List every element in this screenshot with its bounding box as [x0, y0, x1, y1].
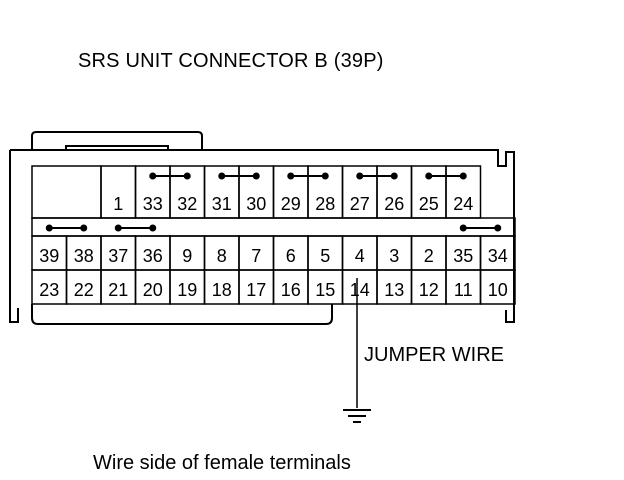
terminal-4: 4: [355, 246, 365, 266]
divider-strip: [31, 217, 516, 237]
shorting-bar-33-32: [149, 172, 191, 180]
shorting-bar-25-24: [425, 172, 467, 180]
terminal-35: 35: [453, 246, 473, 266]
terminal-18: 18: [212, 280, 232, 300]
jumper-wire-label: JUMPER WIRE: [364, 344, 504, 366]
terminal-9: 9: [182, 246, 192, 266]
shorting-bar-35-34: [459, 224, 502, 232]
terminal-3: 3: [389, 246, 399, 266]
terminal-25: 25: [419, 194, 439, 214]
terminal-27: 27: [350, 194, 370, 214]
connector-housing: [9, 131, 515, 325]
blank-cavity: [31, 165, 102, 219]
terminal-14: 14: [350, 280, 370, 300]
terminal-23: 23: [39, 280, 59, 300]
terminal-34: 34: [488, 246, 508, 266]
terminal-29: 29: [281, 194, 301, 214]
terminal-31: 31: [212, 194, 232, 214]
terminal-10: 10: [488, 280, 508, 300]
terminal-cell: [445, 165, 482, 219]
terminal-2: 2: [424, 246, 434, 266]
terminal-37: 37: [108, 246, 128, 266]
terminal-22: 22: [74, 280, 94, 300]
terminal-8: 8: [217, 246, 227, 266]
shorting-bar-31-30: [218, 172, 260, 180]
shorting-bars: [45, 172, 502, 232]
terminal-33: 33: [143, 194, 163, 214]
terminal-36: 36: [143, 246, 163, 266]
terminal-5: 5: [320, 246, 330, 266]
terminal-21: 21: [108, 280, 128, 300]
terminal-26: 26: [384, 194, 404, 214]
shorting-bar-27-26: [356, 172, 398, 180]
terminal-12: 12: [419, 280, 439, 300]
ground-icon: [343, 409, 371, 423]
diagram-caption: Wire side of female terminals: [93, 452, 351, 474]
terminal-17: 17: [246, 280, 266, 300]
terminal-19: 19: [177, 280, 197, 300]
shorting-bar-39-38: [45, 224, 88, 232]
terminal-16: 16: [281, 280, 301, 300]
terminal-28: 28: [315, 194, 335, 214]
terminal-30: 30: [246, 194, 266, 214]
terminal-cell: [479, 269, 516, 305]
terminal-20: 20: [143, 280, 163, 300]
terminal-24: 24: [453, 194, 473, 214]
shorting-bar-29-28: [287, 172, 329, 180]
terminal-32: 32: [177, 194, 197, 214]
shorting-bar-37-36: [114, 224, 157, 232]
terminal-1: 1: [113, 194, 123, 214]
terminal-6: 6: [286, 246, 296, 266]
terminal-13: 13: [384, 280, 404, 300]
terminal-39: 39: [39, 246, 59, 266]
diagram-title: SRS UNIT CONNECTOR B (39P): [78, 50, 384, 72]
terminal-11: 11: [454, 280, 473, 300]
terminal-7: 7: [251, 246, 261, 266]
terminal-38: 38: [74, 246, 94, 266]
terminal-15: 15: [315, 280, 335, 300]
